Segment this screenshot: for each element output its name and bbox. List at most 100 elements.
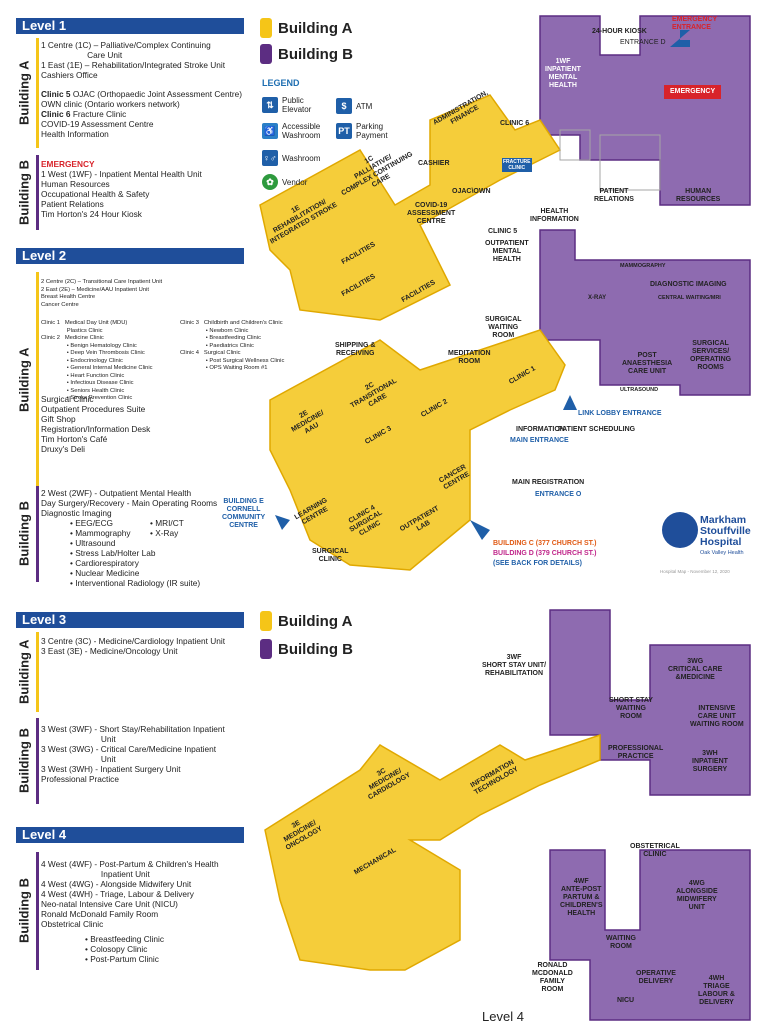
map-human-resources: HUMAN RESOURCES — [676, 188, 721, 203]
map-nicu: NICU — [617, 997, 635, 1004]
legend-parking-label: Parking Payment — [356, 122, 388, 140]
map-surgical-services: SURGICAL SERVICES/ OPERATING ROOMS — [690, 340, 732, 371]
map-health-information: HEALTH INFORMATION — [530, 208, 579, 223]
level2-b-imaging-left: • EEG/ECG • Mammography • Ultrasound • S… — [70, 518, 201, 588]
level3-line-a — [36, 632, 39, 712]
map-information: INFORMATION — [516, 426, 565, 433]
map-ronald: RONALD MCDONALD FAMILY ROOM — [532, 962, 573, 993]
map-professional-practice: PROFESSIONAL PRACTICE — [608, 745, 664, 760]
map-4wh: 4WH TRIAGE LABOUR & DELIVERY — [698, 975, 735, 1006]
map-building-e: BUILDING E CORNELL COMMUNITY CENTRE — [222, 498, 266, 529]
map-see-back: (SEE BACK FOR DETAILS) — [493, 560, 582, 567]
hospital-logo-icon — [662, 512, 698, 548]
map-4wf: 4WF ANTE-POST PARTUM & CHILDREN'S HEALTH — [560, 878, 603, 917]
map-fracture-label: FRACTURE CLINIC — [502, 158, 532, 172]
legend-title: LEGEND — [262, 78, 300, 88]
map-shipping-label: SHIPPING & RECEIVING — [335, 342, 376, 357]
building-a-swatch — [260, 18, 272, 38]
map-central-waiting: CENTRAL WAITING/MRI — [658, 295, 721, 301]
level3-tab-building-b: Building B — [16, 728, 32, 794]
level1-a-units: 1 Centre (1C) – Palliative/Complex Conti… — [41, 40, 226, 80]
map-3wf: 3WF SHORT STAY UNIT/ REHABILITATION — [482, 654, 547, 677]
map-3wh: 3WH INPATIENT SURGERY — [692, 750, 728, 773]
level2-building-b — [539, 229, 751, 396]
level2-clinics-right: Clinic 3 Childbirth and Children's Clini… — [180, 320, 285, 371]
level1-line-b — [36, 155, 39, 230]
map-clinic5-label: CLINIC 5 — [488, 228, 518, 235]
clinic6-label: Clinic 6 — [41, 109, 71, 119]
legend-elevator: ⇅Public Elevator — [262, 96, 311, 114]
footer-level: Level 4 — [482, 1009, 524, 1024]
parking-icon: PT — [336, 123, 352, 139]
level1-a-clinics: Clinic 5 OJAC (Orthopaedic Joint Assessm… — [41, 89, 242, 99]
level3-tab-building-a: Building A — [16, 639, 32, 705]
emergency-label: EMERGENCY — [41, 159, 95, 169]
level2-tab-building-a: Building A — [16, 347, 32, 412]
map-kiosk-label: 24-HOUR KIOSK — [592, 28, 647, 35]
logo-line3: Hospital — [700, 536, 742, 548]
map-emergency-entrance: EMERGENCY ENTRANCE — [672, 16, 718, 31]
level4-b-bullets: • Breastfeeding Clinic • Colosopy Clinic… — [85, 934, 164, 964]
map-icu-waiting: INTENSIVE CARE UNIT WAITING ROOM — [690, 705, 744, 728]
level2-clinics-left: Clinic 1 Medical Day Unit (MDU) Plastics… — [41, 320, 153, 401]
level3-line-b — [36, 718, 39, 804]
legend-washroom: ♀♂Washroom — [262, 150, 320, 166]
level2-b-lines: 2 West (2WF) - Outpatient Mental Health … — [41, 488, 218, 518]
washroom-icon: ♀♂ — [262, 150, 278, 166]
map-waiting-room: WAITING ROOM — [606, 935, 636, 950]
key-building-b-l3: Building B — [260, 639, 353, 659]
map-ojac-label: OJAC\OWN — [452, 188, 491, 195]
level1-line-a — [36, 38, 39, 148]
map-surgical-waiting: SURGICAL WAITING ROOM — [485, 316, 522, 339]
logo-line4: Oak Valley Health — [700, 550, 744, 556]
map-patient-scheduling: PATIENT SCHEDULING — [558, 426, 636, 433]
building-a-swatch — [260, 611, 272, 631]
map-entrance-o: ENTRANCE O — [535, 491, 582, 498]
map-clinic6-label: CLINIC 6 — [500, 120, 530, 127]
vendor-icon: ✿ — [262, 174, 278, 190]
map-emergency-sign: EMERGENCY — [664, 85, 722, 99]
clinic6-desc: Fracture Clinic — [70, 109, 127, 119]
map-main-entrance: MAIN ENTRANCE — [510, 437, 569, 444]
key-building-b: Building B — [260, 44, 353, 64]
map-entrance-d: ENTRANCE D — [620, 39, 666, 46]
key-building-a-l3: Building A — [260, 611, 352, 631]
level3-b-lines: 3 West (3WF) - Short Stay/Rehabilitation… — [41, 724, 225, 784]
key-building-a: Building A — [260, 18, 352, 38]
level2-title: Level 2 — [16, 248, 244, 264]
legend-accessible-washroom: ♿Accessible Washroom — [262, 122, 320, 140]
level3-title: Level 3 — [16, 612, 244, 628]
legend-elevator-label: Public Elevator — [282, 96, 312, 114]
map-patient-relations: PATIENT RELATIONS — [594, 188, 634, 203]
level4-b-lines: 4 West (4WF) - Post-Partum & Children's … — [41, 859, 219, 929]
level4-tab-building-b: Building B — [16, 878, 32, 944]
level3-building-a — [264, 733, 601, 971]
level1-tab-building-a: Building A — [16, 60, 32, 126]
level1-building-a — [259, 94, 562, 321]
map-operative: OPERATIVE DELIVERY — [636, 970, 676, 985]
map-4wg: 4WG ALONGSIDE MIDWIFERY UNIT — [676, 880, 718, 911]
level1-a-other: COVID-19 Assessment Centre Health Inform… — [41, 119, 154, 139]
legend-vendor-label: Vendor — [282, 177, 308, 187]
level1-building-b — [539, 15, 751, 206]
map-1wf-label: 1WF INPATIENT MENTAL HEALTH — [545, 58, 581, 89]
map-meditation: MEDITATION ROOM — [448, 350, 491, 365]
map-post-anaesthesia: POST ANAESTHESIA CARE UNIT — [622, 352, 673, 375]
level4-line-b — [36, 852, 39, 970]
accessible-icon: ♿ — [262, 123, 278, 139]
entrance-arrows — [275, 30, 690, 540]
logo-line2: Stouffville — [700, 525, 751, 537]
level3-a-lines: 3 Centre (3C) - Medicine/Cardiology Inpa… — [41, 636, 225, 656]
building-b-swatch — [260, 639, 272, 659]
map-obstetrical: OBSTETRICAL CLINIC — [630, 843, 680, 858]
key-building-a-label: Building A — [278, 612, 353, 630]
map-building-c: BUILDING C (377 CHURCH ST.) — [493, 540, 597, 547]
level2-line-b — [36, 486, 39, 582]
map-xray: X-RAY — [588, 295, 607, 301]
key-building-b-label: Building B — [278, 640, 353, 658]
logo-line1: Markham — [700, 514, 747, 526]
building-b-swatch — [260, 44, 272, 64]
key-building-b-label: Building B — [278, 45, 353, 63]
